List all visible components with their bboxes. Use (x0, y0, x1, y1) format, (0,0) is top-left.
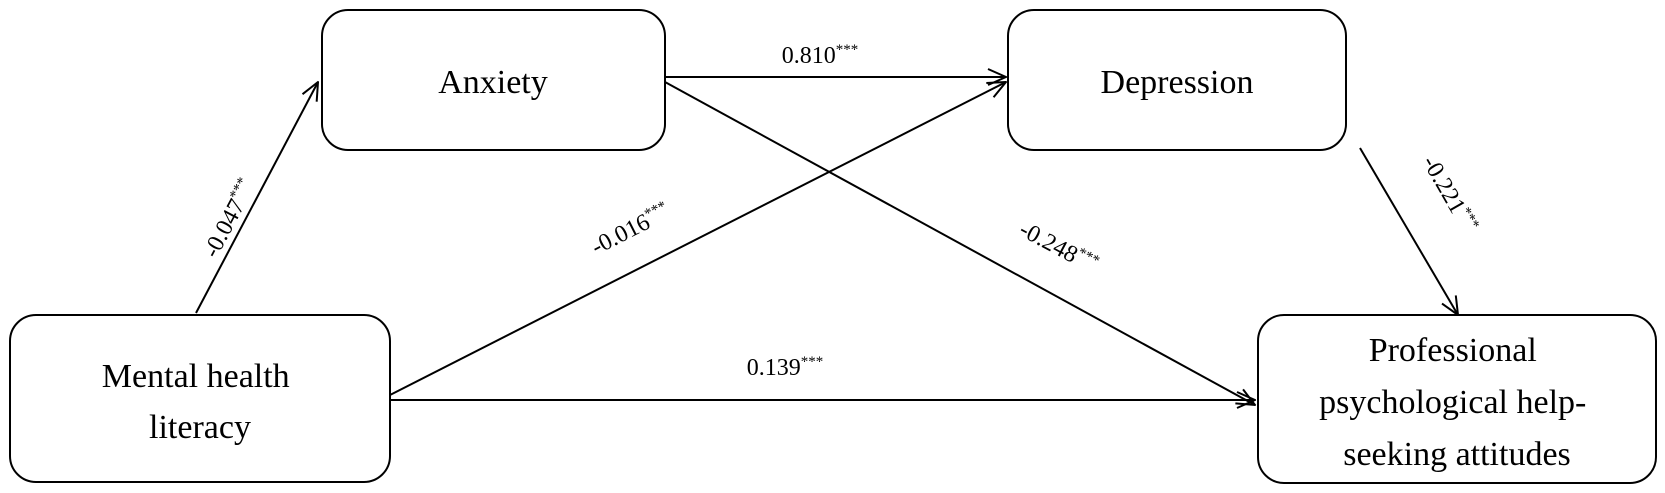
svg-text:Mental health literacy: Mental health literacy (102, 358, 298, 446)
edge-depression-attitudes (1359, 147, 1458, 315)
label-depression-attitudes: -0.221*** (1417, 151, 1483, 238)
svg-text:Depression: Depression (1101, 64, 1254, 101)
node-depression-line-1: Depression (1101, 64, 1254, 101)
node-depression: Depression (1007, 9, 1347, 151)
node-attitudes-line-2: psychological help- (1319, 384, 1586, 421)
node-anxiety: Anxiety (321, 9, 666, 151)
svg-text:Professional psychologic: Professional psychological help- seeking… (1319, 332, 1595, 473)
edge-literacy-depression (389, 82, 1006, 396)
node-attitudes-line-3: seeking attitudes (1343, 436, 1571, 473)
node-literacy-line-2: literacy (149, 409, 251, 446)
node-literacy-line-1: Mental health (102, 358, 290, 395)
label-literacy-depression: -0.016*** (587, 198, 675, 260)
edge-anxiety-attitudes (664, 81, 1255, 405)
node-attitudes: Professional psychological help- seeking… (1257, 314, 1657, 484)
svg-text:Anxiety: Anxiety (438, 64, 548, 101)
node-attitudes-line-1: Professional (1369, 332, 1537, 369)
node-literacy: Mental health literacy (9, 314, 391, 483)
label-literacy-attitudes: 0.139*** (747, 354, 824, 381)
label-anxiety-attitudes: -0.248*** (1015, 216, 1102, 280)
node-anxiety-line-1: Anxiety (438, 64, 548, 101)
edge-literacy-anxiety (195, 82, 318, 314)
label-anxiety-depression: 0.810*** (782, 42, 859, 69)
